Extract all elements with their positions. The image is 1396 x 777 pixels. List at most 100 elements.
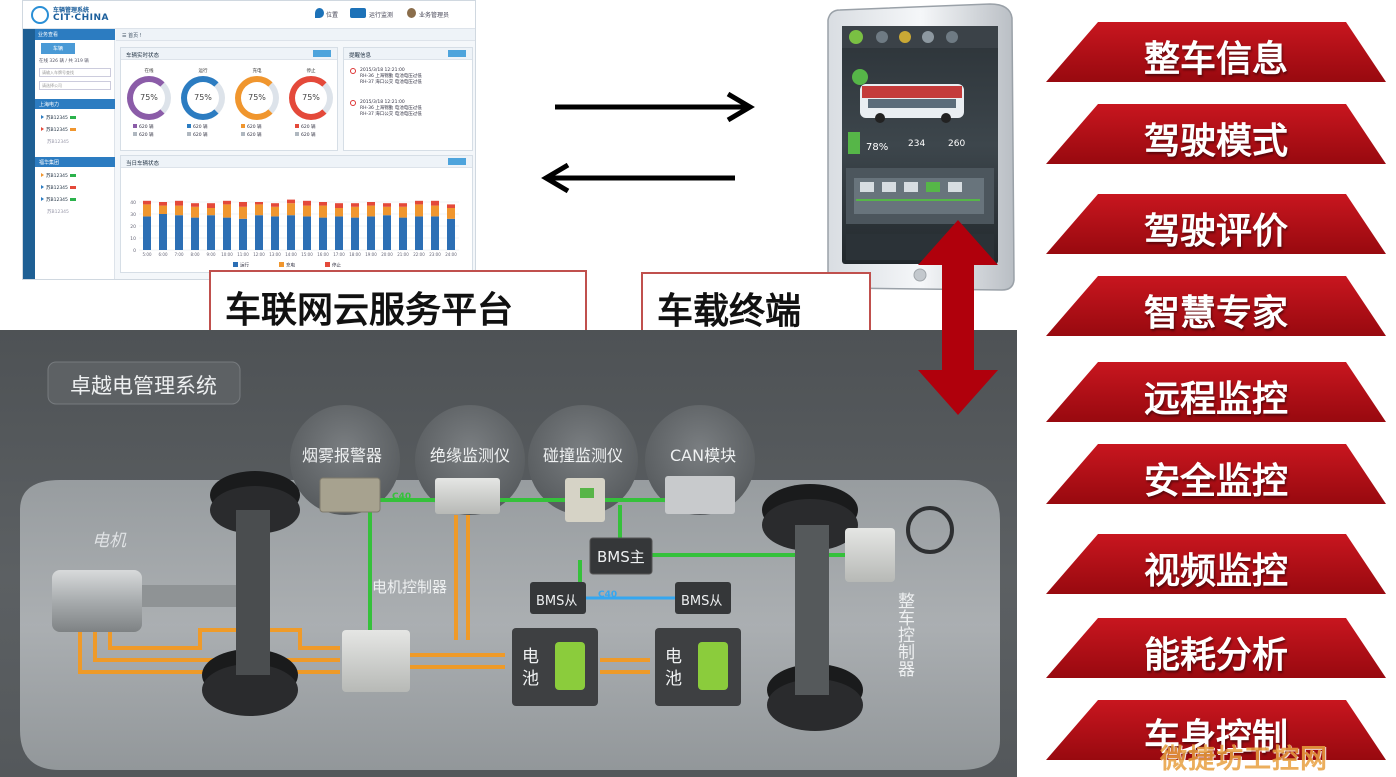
module-label: CAN模块 <box>670 446 737 465</box>
menu-item-shape <box>1046 104 1386 164</box>
menu-item[interactable]: 整车信息 <box>1046 22 1386 82</box>
battery-level-icon <box>555 642 585 690</box>
bar-segment <box>447 218 455 250</box>
vehicle-item[interactable]: 苏B12345 <box>41 197 76 203</box>
menu-item-label: 安全监控 <box>1143 461 1288 502</box>
group-shanghai[interactable]: 上海电力 <box>35 99 115 109</box>
menu-item-label: 智慧专家 <box>1143 293 1288 334</box>
bar-segment <box>175 205 183 216</box>
bar-segment <box>191 217 199 250</box>
sidebar-icon-strip <box>23 29 35 279</box>
collapse-button[interactable] <box>448 158 466 165</box>
bar-segment <box>175 215 183 250</box>
gauge-label: 停止 <box>306 69 316 74</box>
vehicle-search-input[interactable]: 请输入车牌号查找 <box>39 68 111 77</box>
bar-segment <box>207 208 215 216</box>
group-fuhua[interactable]: 福华集团 <box>35 157 115 167</box>
collapse-button[interactable] <box>313 50 331 57</box>
vcu-label: 整车控制器 <box>894 592 914 677</box>
x-tick-label: 14:00 <box>285 252 297 257</box>
gauge-ring: 75% <box>235 76 279 120</box>
vehicle-item[interactable]: 苏B12345 <box>41 173 76 179</box>
nav-user[interactable]: 业务管理员 <box>419 12 450 19</box>
warning-icon <box>350 100 356 106</box>
bms-slave-label: BMS从 <box>536 594 578 609</box>
vehicle-item[interactable]: 苏B12345 <box>47 210 69 215</box>
can-tag: C40 <box>598 590 618 600</box>
bar-segment <box>223 204 231 218</box>
bar-segment <box>239 202 247 207</box>
x-tick-label: 24:00 <box>445 252 457 257</box>
menu-item[interactable]: 驾驶评价 <box>1046 194 1386 254</box>
bar-segment <box>223 217 231 250</box>
x-tick-label: 5:00 <box>143 252 152 257</box>
menu-item[interactable]: 智慧专家 <box>1046 276 1386 336</box>
menu-item[interactable]: 安全监控 <box>1046 444 1386 504</box>
legend-swatch <box>325 262 330 267</box>
gauge-count: 620 辆 <box>241 132 262 138</box>
motor-controller-box <box>342 630 410 692</box>
gauge-count-text: 620 辆 <box>193 133 208 138</box>
battery-label: 电 池 <box>665 647 682 689</box>
bms-slave-label: BMS从 <box>681 594 723 609</box>
bus-icon[interactable] <box>350 8 366 18</box>
menu-item[interactable]: 能耗分析 <box>1046 618 1386 678</box>
tab-vehicles[interactable]: 车辆 <box>41 43 75 54</box>
bar-segment <box>271 216 279 250</box>
front-axle <box>795 525 829 695</box>
status-panel-title: 车辆实时状态 <box>121 48 337 60</box>
x-tick-label: 15:00 <box>301 252 313 257</box>
vcu-box <box>845 528 895 582</box>
module-label: 烟雾报警器 <box>302 446 383 465</box>
collapse-button[interactable] <box>448 50 466 57</box>
logo-title: 车辆管理系统 <box>53 7 90 14</box>
vehicle-item[interactable]: 苏B12345 <box>41 115 76 121</box>
terminal-illustration: 78% 234 260 <box>827 3 1015 291</box>
legend-swatch <box>241 124 245 128</box>
bar-segment <box>271 206 279 217</box>
bar-segment <box>255 215 263 250</box>
gauge-ring: 75% <box>289 76 333 120</box>
company-select[interactable]: 请选择公司 <box>39 81 111 90</box>
x-tick-label: 20:00 <box>381 252 393 257</box>
legend-swatch <box>187 124 191 128</box>
collision-monitor-box <box>565 478 605 522</box>
motor-label: 电机 <box>92 531 126 551</box>
menu-item[interactable]: 车身控制 <box>1046 700 1386 760</box>
vehicle-item[interactable]: 苏B12345 <box>47 140 69 145</box>
menu-item-shape <box>1046 194 1386 254</box>
nav-monitor[interactable]: 运行监测 <box>369 12 394 19</box>
legend-swatch <box>279 262 284 267</box>
gauge-count-text: 620 辆 <box>301 133 316 138</box>
menu-item[interactable]: 视频监控 <box>1046 534 1386 594</box>
gauge-count-text: 620 辆 <box>301 125 316 130</box>
x-tick-label: 11:00 <box>237 252 249 257</box>
module-label: 绝缘监测仪 <box>430 446 511 465</box>
location-icon[interactable] <box>315 8 324 18</box>
bar-segment <box>351 217 359 250</box>
bar-segment <box>143 200 151 205</box>
terminal-stat: 260 <box>948 139 965 149</box>
x-tick-label: 9:00 <box>207 252 216 257</box>
user-avatar-icon[interactable] <box>407 8 416 18</box>
vehicle-item[interactable]: 苏B12345 <box>41 127 76 133</box>
menu-item[interactable]: 远程监控 <box>1046 362 1386 422</box>
menu-item-label: 能耗分析 <box>1143 635 1288 676</box>
bar-segment <box>287 203 295 216</box>
bar-segment <box>239 206 247 219</box>
double-arrow-shape <box>918 220 998 415</box>
menu-item-shape <box>1046 276 1386 336</box>
arrow-head-right <box>726 91 755 123</box>
menu-item[interactable]: 驾驶模式 <box>1046 104 1386 164</box>
vehicle-item[interactable]: 苏B12345 <box>41 185 76 191</box>
menu-item-label: 驾驶模式 <box>1143 121 1288 162</box>
platform-sidebar: 业务查看 车辆 在线 326 辆 / 共 319 辆 请输入车牌号查找 请选择公… <box>23 29 115 279</box>
battery-level-icon <box>698 642 728 690</box>
bar-segment <box>303 200 311 206</box>
nav-location[interactable]: 位置 <box>326 12 339 19</box>
menu-item-shape <box>1046 362 1386 422</box>
y-tick-label: 10 <box>130 236 136 242</box>
bar-segment <box>383 206 391 216</box>
